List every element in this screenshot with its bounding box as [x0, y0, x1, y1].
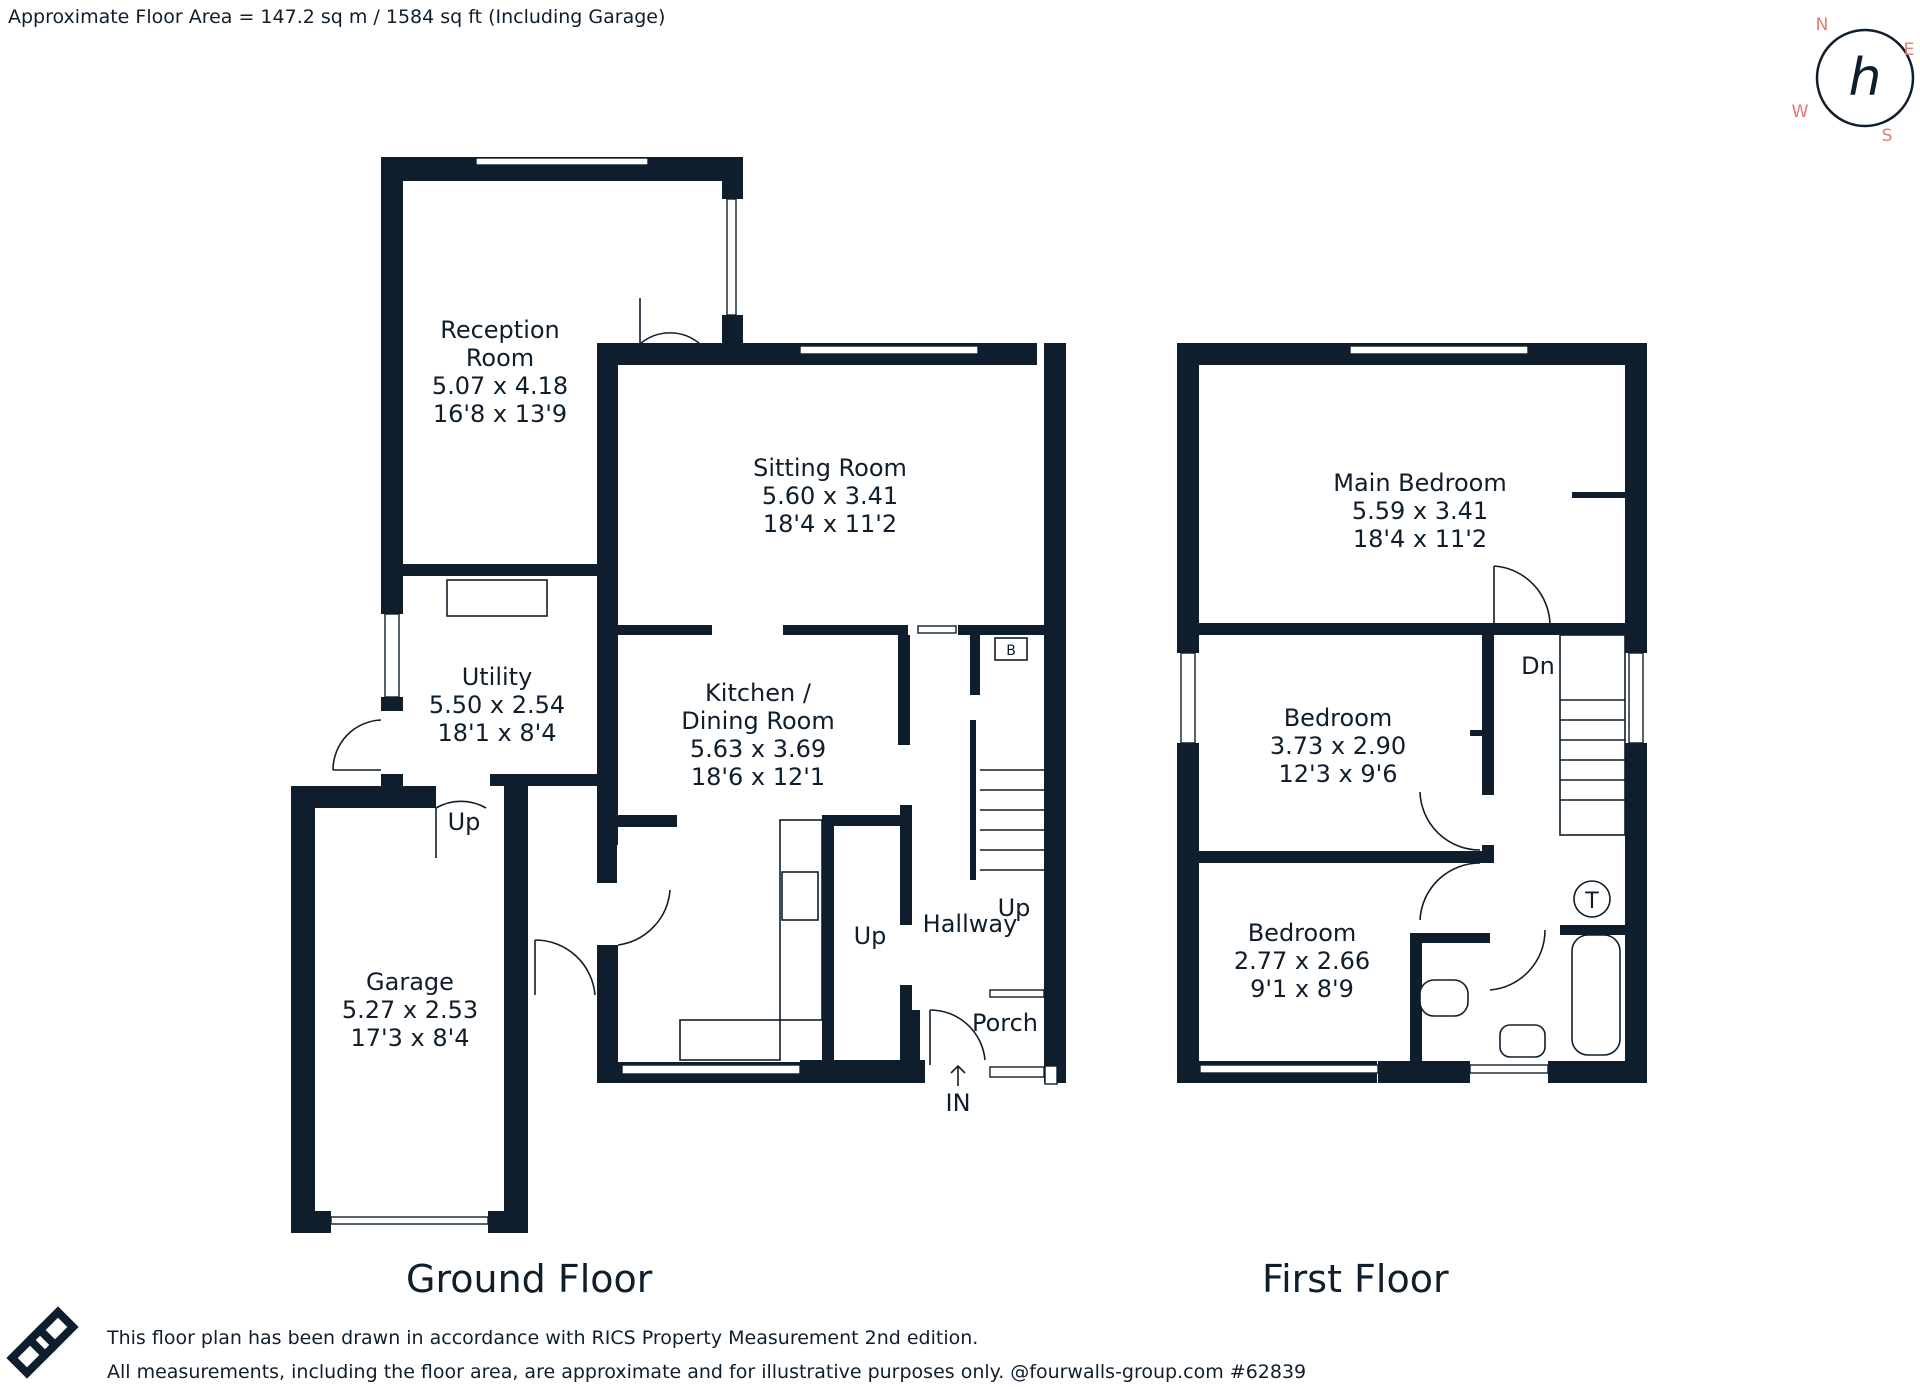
sitting-imperial: 18'4 x 11'2	[763, 510, 897, 538]
boiler-label: B	[1006, 643, 1016, 659]
floor-area-text: Approximate Floor Area = 147.2 sq m / 15…	[8, 6, 665, 28]
stairs-up-label: Up	[998, 894, 1031, 922]
reception-name1: Reception	[440, 316, 560, 344]
main-bedroom-metric: 5.59 x 3.41	[1352, 497, 1488, 525]
hallway-label: Hallway	[923, 910, 1018, 938]
compass-s: S	[1882, 126, 1893, 146]
tank-label: T	[1584, 889, 1599, 914]
main-bedroom-name: Main Bedroom	[1333, 469, 1506, 497]
porch-label: Porch	[972, 1009, 1038, 1037]
kitchen-imperial: 18'6 x 12'1	[691, 763, 825, 791]
kitchen-name1: Kitchen /	[705, 679, 812, 707]
ground-floor-title: Ground Floor	[406, 1257, 653, 1301]
compass-logo: h N E S W	[1792, 15, 1915, 146]
ground-floor-plan: B	[291, 157, 1066, 1233]
garage-metric: 5.27 x 2.53	[342, 996, 478, 1024]
bedroom2-name: Bedroom	[1284, 704, 1393, 732]
kitchen-metric: 5.63 x 3.69	[690, 735, 826, 763]
reception-imperial: 16'8 x 13'9	[433, 400, 567, 428]
compass-w: W	[1792, 102, 1809, 122]
sitting-name: Sitting Room	[753, 454, 907, 482]
compass-n: N	[1816, 15, 1829, 35]
compass-e: E	[1904, 40, 1915, 60]
bedroom2-metric: 3.73 x 2.90	[1270, 732, 1406, 760]
kitchen-name2: Dining Room	[681, 707, 834, 735]
utility-name: Utility	[462, 663, 533, 691]
down-label: Dn	[1521, 652, 1555, 680]
first-floor-plan: T	[1177, 343, 1647, 1083]
footer-line-2: All measurements, including the floor ar…	[107, 1361, 1306, 1383]
garage-imperial: 17'3 x 8'4	[350, 1024, 469, 1052]
footer-line-1: This floor plan has been drawn in accord…	[106, 1327, 978, 1349]
garage-up-label: Up	[448, 808, 481, 836]
utility-metric: 5.50 x 2.54	[429, 691, 565, 719]
sitting-metric: 5.60 x 3.41	[762, 482, 898, 510]
first-floor-title: First Floor	[1262, 1257, 1449, 1301]
wc-up-label: Up	[854, 922, 887, 950]
entry-arrow-icon	[950, 1064, 966, 1086]
logo-letter: h	[1849, 48, 1882, 108]
reception-name2: Room	[466, 344, 534, 372]
entry-label: IN	[945, 1089, 970, 1117]
reception-metric: 5.07 x 4.18	[432, 372, 568, 400]
main-bedroom-imperial: 18'4 x 11'2	[1353, 525, 1487, 553]
bedroom3-name: Bedroom	[1248, 919, 1357, 947]
fourwalls-logo	[6, 1306, 79, 1379]
bedroom2-imperial: 12'3 x 9'6	[1278, 760, 1397, 788]
bedroom3-metric: 2.77 x 2.66	[1234, 947, 1370, 975]
garage-name: Garage	[366, 968, 454, 996]
bedroom3-imperial: 9'1 x 8'9	[1250, 975, 1354, 1003]
utility-imperial: 18'1 x 8'4	[437, 719, 556, 747]
